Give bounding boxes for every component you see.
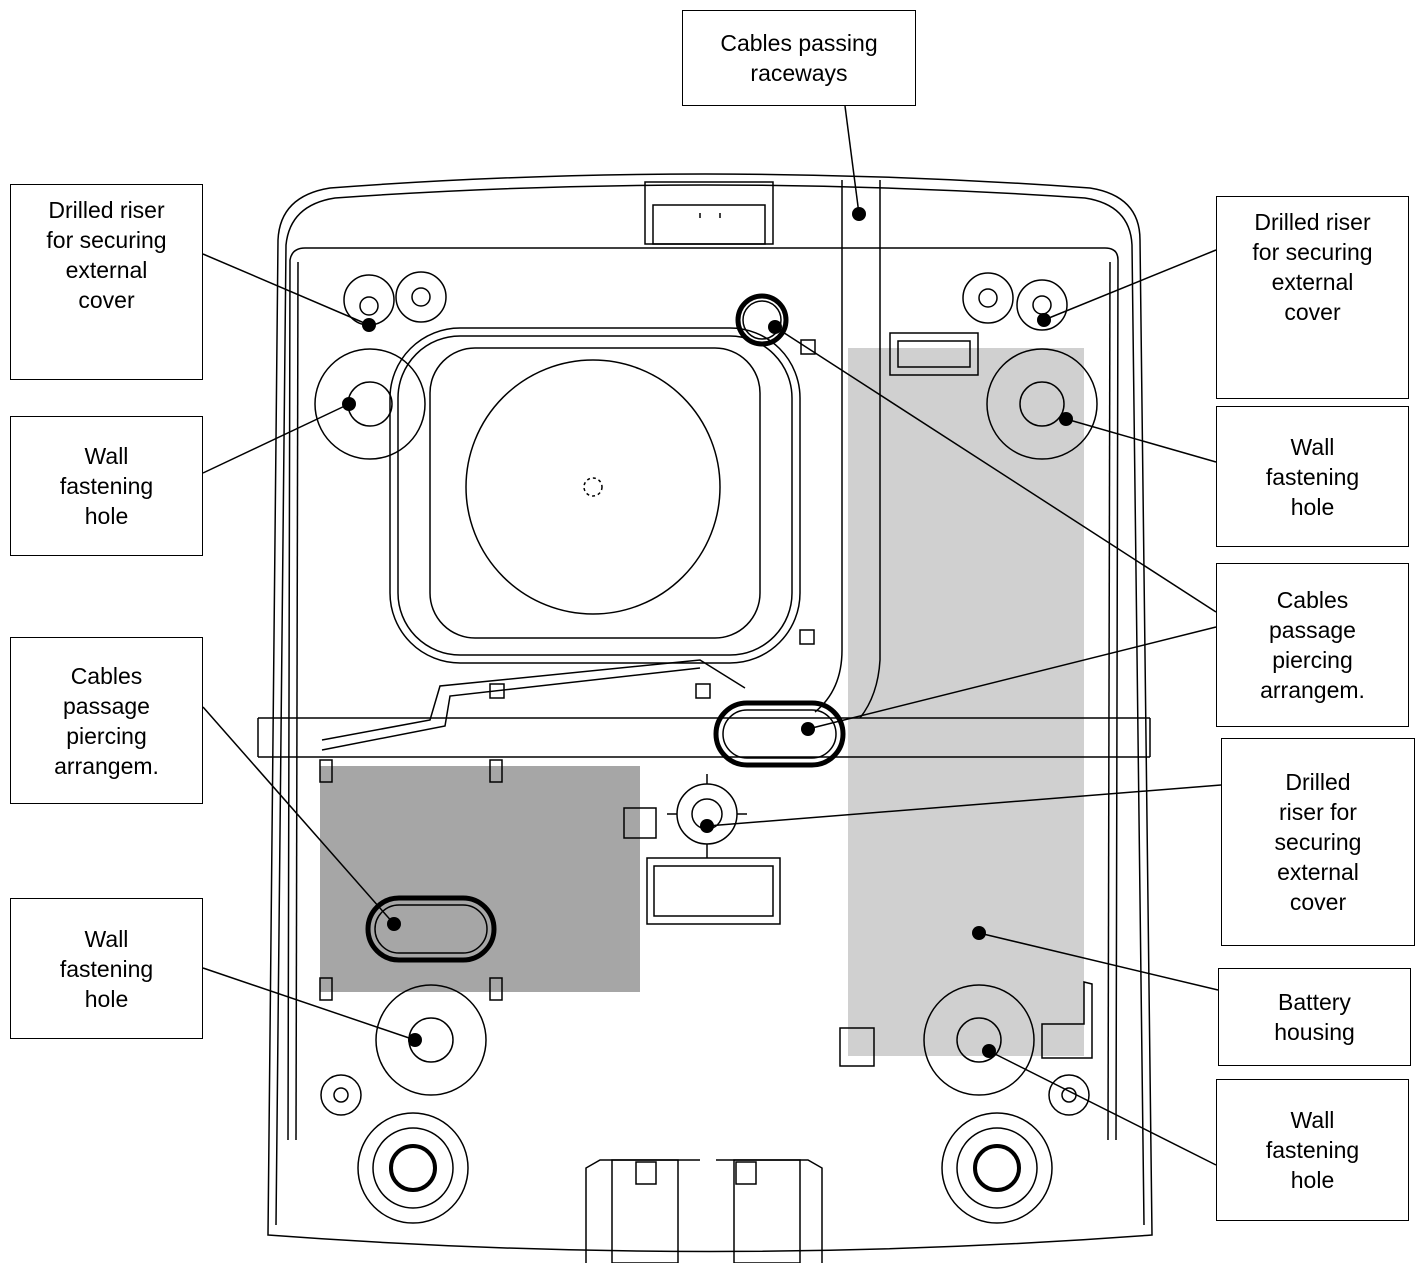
callout-battery-housing: Battery housing <box>1218 968 1411 1066</box>
pointer-dot <box>342 397 356 411</box>
piercing-area-left <box>320 766 640 992</box>
pointer-dot <box>768 320 782 334</box>
pointer-dot <box>852 207 866 221</box>
pointer-dot <box>972 926 986 940</box>
callout-wall-hole-left-upper: Wall fastening hole <box>10 416 203 556</box>
callout-riser-top-right: Drilled riser for securing external cove… <box>1216 196 1409 399</box>
pointer-dot <box>362 318 376 332</box>
pointer-dot <box>801 722 815 736</box>
pointer-dot <box>1059 412 1073 426</box>
battery-housing-area <box>848 348 1084 1056</box>
callout-wall-hole-right-upper: Wall fastening hole <box>1216 406 1409 547</box>
enclosure-outline-outer <box>267 173 1153 1253</box>
callout-riser-middle-right: Drilled riser for securing external cove… <box>1221 738 1415 946</box>
enclosure-outline-inner <box>275 184 1145 1226</box>
callout-wall-hole-right-lower: Wall fastening hole <box>1216 1079 1409 1221</box>
pointer-dot <box>982 1044 996 1058</box>
callout-riser-top-left: Drilled riser for securing external cove… <box>10 184 203 380</box>
pointer-dot <box>387 917 401 931</box>
callout-cables-passing-raceways: Cables passing raceways <box>682 10 916 106</box>
pointer-dot <box>700 819 714 833</box>
callout-cables-piercing-left: Cables passage piercing arrangem. <box>10 637 203 804</box>
pointer-dot <box>1037 313 1051 327</box>
pointer-dot <box>408 1033 422 1047</box>
callout-cables-piercing-right: Cables passage piercing arrangem. <box>1216 563 1409 727</box>
callout-wall-hole-left-lower: Wall fastening hole <box>10 898 203 1039</box>
